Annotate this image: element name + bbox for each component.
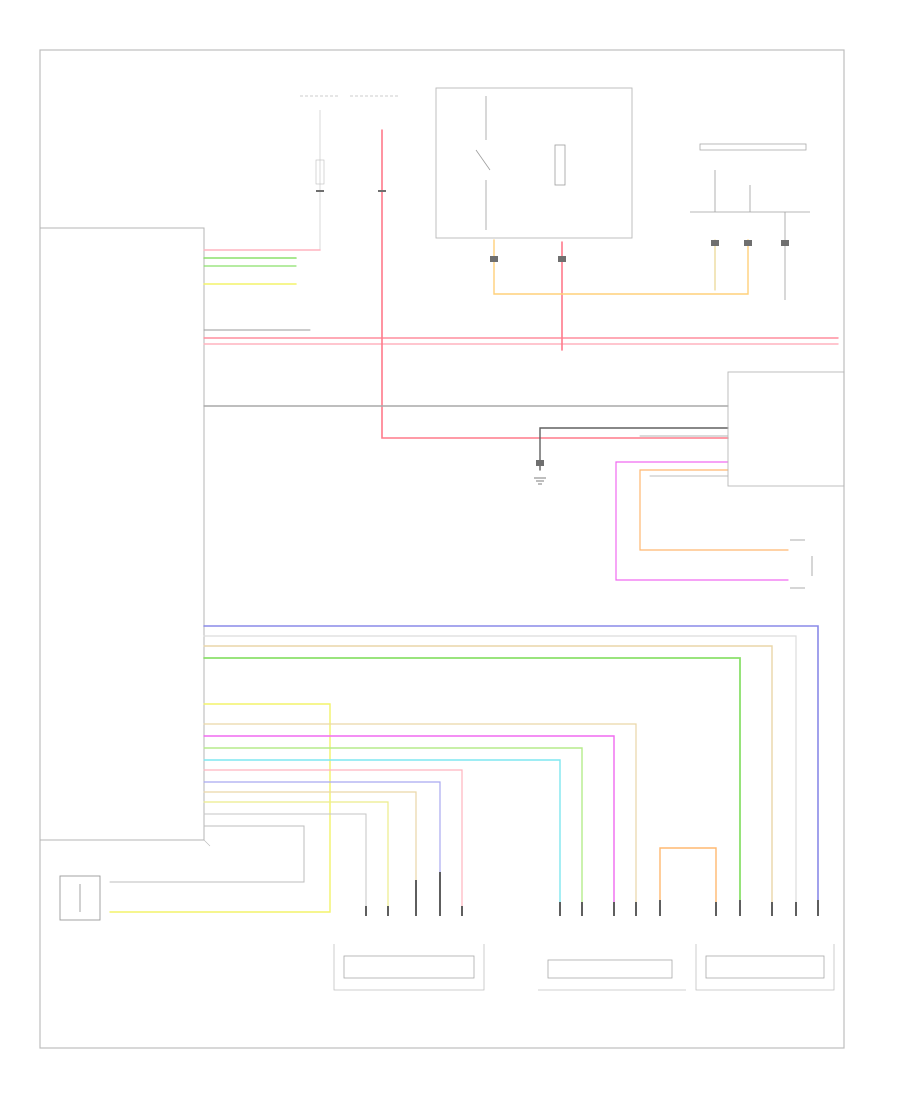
wire-tan-2 — [203, 723, 637, 913]
module-bottom-tick — [203, 839, 211, 847]
wire-tan-3 — [203, 791, 417, 913]
wires — [109, 129, 839, 913]
actuator-middle — [547, 959, 673, 979]
wire-pink-2 — [203, 769, 463, 913]
actuator-right — [705, 955, 825, 979]
relay-box — [435, 87, 633, 239]
wire-gray-4 — [203, 813, 367, 913]
actuator-left — [343, 955, 475, 979]
wire-green-3 — [203, 657, 741, 911]
wire-white-1 — [203, 635, 797, 911]
fuse-block-top-left — [300, 95, 398, 250]
wire-orange-relay — [493, 239, 749, 295]
blower-control-module — [727, 371, 845, 487]
wire-blue-1 — [203, 625, 819, 911]
wire-green-4 — [203, 747, 583, 913]
wire-blue-2 — [203, 781, 441, 913]
diagram-frame — [39, 49, 845, 1049]
wire-orange-low — [659, 847, 717, 913]
wire-yellow-3 — [203, 801, 389, 913]
relay-internals — [475, 96, 566, 230]
wire-red-vertical — [381, 129, 729, 439]
wire-cyan — [203, 759, 561, 913]
wire-tan-1 — [203, 645, 773, 911]
wire-black-ground — [539, 427, 729, 471]
connector-marks — [316, 190, 789, 466]
ground-splice-top-right — [690, 143, 810, 300]
ground-symbol — [534, 477, 546, 485]
wire-magenta-right — [615, 461, 789, 581]
actuator-left-bracket — [333, 944, 485, 991]
actuator-right-bracket — [695, 944, 835, 991]
hvac-control-module — [40, 227, 205, 841]
wire-orange-right — [639, 469, 789, 551]
blower-motor-symbol — [790, 539, 813, 589]
wire-gray-5 — [109, 825, 305, 883]
wire-yellow-2 — [109, 703, 331, 913]
wire-magenta-2 — [203, 735, 615, 913]
temp-sensor-box — [59, 875, 101, 921]
actuator-pin-stubs — [365, 872, 819, 916]
